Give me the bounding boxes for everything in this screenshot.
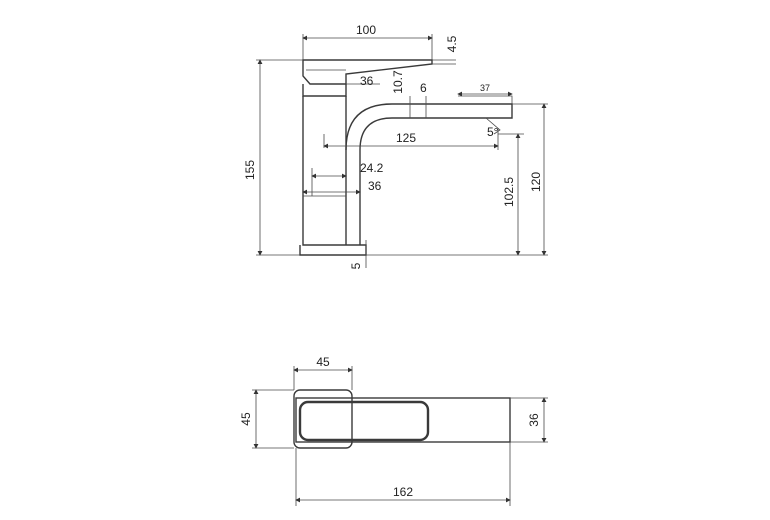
dim-body-width: 36 [368,179,382,193]
dim-outlet-height: 102.5 [502,177,516,207]
dim-body-depth: 45 [239,412,253,426]
side-dimensions [256,34,548,268]
dim-neck-height: 10.7 [391,70,405,94]
dim-spout-angle: 5° [487,125,499,139]
top-dimensions [252,366,548,506]
dim-aerator-width: 37 [480,83,490,93]
dim-handle-thickness: 4.5 [445,35,459,52]
dim-spout-top-height: 120 [529,172,543,192]
top-view: 45 45 36 162 [239,355,548,506]
dim-total-height: 155 [243,160,257,180]
dim-handle-length: 100 [356,23,376,37]
top-faucet-outline [293,389,511,449]
dim-base-thickness: 5 [349,262,363,269]
side-view: 100 4.5 36 10.7 6 37 125 5° 24.2 36 155 … [243,23,548,269]
dim-spout-width: 36 [527,413,541,427]
dim-total-length: 162 [393,485,413,499]
dim-lever-width: 36 [360,74,374,88]
dim-body-inner: 24.2 [360,161,384,175]
dim-reach: 125 [396,131,416,145]
dim-spout-offset: 6 [420,81,427,95]
dim-handle-depth: 45 [316,355,330,369]
